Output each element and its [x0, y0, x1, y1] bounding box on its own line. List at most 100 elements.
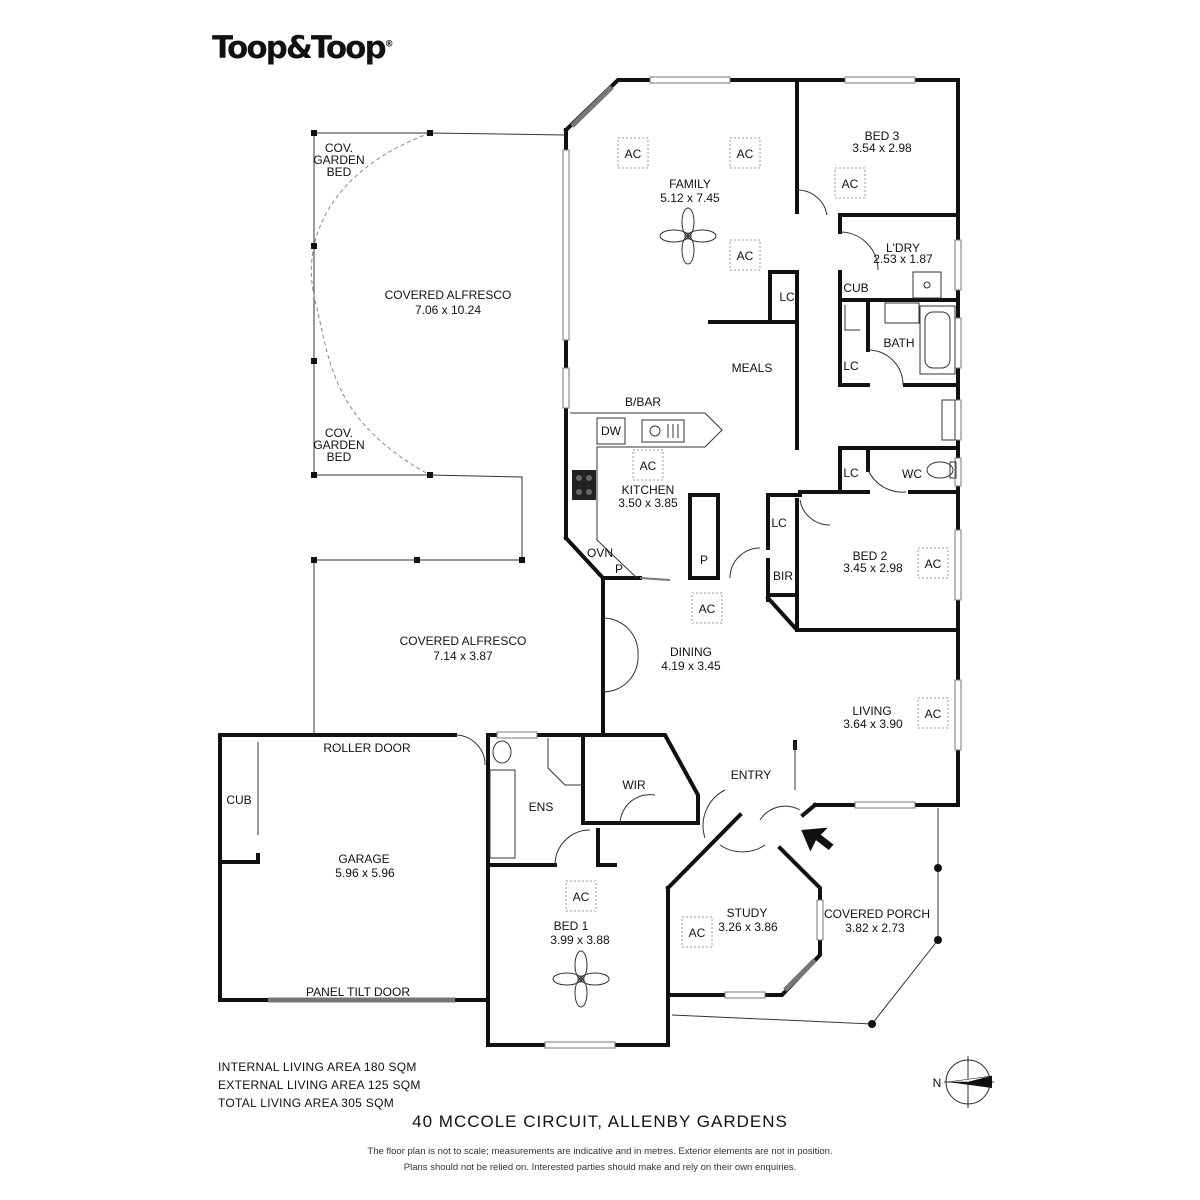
vanity-icon	[489, 302, 956, 859]
shower-icon	[547, 305, 860, 786]
svg-text:3.64 x 3.90: 3.64 x 3.90	[843, 717, 903, 731]
svg-text:BED 1: BED 1	[554, 919, 589, 933]
bed1-label: BED 1 3.99 x 3.88	[550, 919, 610, 947]
ac-label: AC	[925, 557, 942, 571]
ac-label: AC	[689, 926, 706, 940]
bathtub-icon	[919, 305, 956, 375]
svg-text:COV.: COV.	[325, 141, 353, 155]
disclaimer-line: The floor plan is not to scale; measurem…	[367, 1146, 833, 1157]
svg-text:3.26 x 3.86: 3.26 x 3.86	[718, 920, 778, 934]
ac-label: AC	[640, 459, 657, 473]
property-address: 40 MCCOLE CIRCUIT, ALLENBY GARDENS	[412, 1112, 788, 1131]
svg-text:COVERED ALFRESCO: COVERED ALFRESCO	[385, 288, 512, 302]
disclaimer: The floor plan is not to scale; measurem…	[0, 1144, 1200, 1176]
roller-door-label: ROLLER DOOR	[323, 741, 411, 755]
registered-mark: ®	[384, 39, 394, 50]
svg-text:5.96 x 5.96: 5.96 x 5.96	[335, 866, 395, 880]
meals-label: MEALS	[732, 361, 773, 375]
cov-garden-bed-bottom-label: COV. GARDEN BED	[313, 426, 364, 464]
svg-text:5.12 x 7.45: 5.12 x 7.45	[660, 191, 720, 205]
cub-label: CUB	[843, 281, 868, 295]
disclaimer-line: Plans should not be relied on. Intereste…	[403, 1162, 797, 1173]
ceiling-fan-icon	[552, 950, 610, 1008]
svg-text:LIVING: LIVING	[852, 704, 891, 718]
svg-text:4.19 x 3.45: 4.19 x 3.45	[661, 659, 721, 673]
ovn-label: OVN	[587, 546, 613, 560]
door-swings	[257, 189, 907, 866]
dining-label: DINING 4.19 x 3.45	[661, 645, 721, 673]
wc-label: WC	[902, 467, 922, 481]
covered-alfresco-1-label: COVERED ALFRESCO 7.06 x 10.24	[385, 288, 512, 317]
internal-area: INTERNAL LIVING AREA 180 SQM	[218, 1060, 417, 1074]
svg-text:3.50 x 3.85: 3.50 x 3.85	[618, 496, 678, 510]
brand-logo: Toop&Toop®	[212, 30, 394, 66]
svg-text:BED: BED	[327, 450, 352, 464]
porch-outline	[671, 808, 942, 1028]
wir-label: WIR	[622, 778, 646, 792]
bath-label: BATH	[883, 336, 914, 350]
area-stats: INTERNAL LIVING AREA 180 SQM EXTERNAL LI…	[218, 1058, 421, 1112]
svg-text:GARAGE: GARAGE	[338, 852, 389, 866]
svg-text:FAMILY: FAMILY	[669, 177, 711, 191]
svg-text:3.54 x 2.98: 3.54 x 2.98	[852, 141, 912, 155]
ac-label: AC	[737, 249, 754, 263]
garage-label: GARAGE 5.96 x 5.96	[335, 852, 395, 880]
ac-units: AC AC AC AC AC AC AC AC AC AC	[565, 137, 949, 948]
svg-text:COV.: COV.	[325, 426, 353, 440]
cub-label: CUB	[226, 793, 251, 807]
entry-label: ENTRY	[731, 768, 771, 782]
svg-text:BED 3: BED 3	[865, 129, 900, 143]
svg-text:L'DRY: L'DRY	[886, 241, 920, 255]
total-area: TOTAL LIVING AREA 305 SQM	[218, 1096, 395, 1110]
svg-text:COVERED PORCH: COVERED PORCH	[824, 907, 930, 921]
compass-icon: N	[933, 1056, 994, 1108]
lc-label: LC	[779, 290, 795, 304]
entry-arrow-icon	[801, 827, 834, 852]
svg-text:BED 2: BED 2	[853, 549, 888, 563]
study-label: STUDY 3.26 x 3.86	[718, 906, 778, 934]
ac-label: AC	[925, 707, 942, 721]
laundry-tub-icon	[912, 271, 942, 299]
cooktop-icon	[572, 470, 596, 500]
logo-text: Toop&Toop	[212, 30, 387, 66]
dw-label: DW	[601, 424, 622, 438]
svg-text:3.45 x 2.98: 3.45 x 2.98	[843, 561, 903, 575]
laundry-label: L'DRY 2.53 x 1.87	[873, 241, 933, 266]
sink-icon	[641, 419, 685, 443]
ac-label: AC	[573, 890, 590, 904]
cov-garden-bed-top-label: COV. GARDEN BED	[313, 141, 364, 179]
windows	[268, 76, 962, 1049]
lc-label: LC	[771, 516, 787, 530]
alfresco-posts	[311, 130, 525, 563]
svg-text:3.82 x 2.73: 3.82 x 2.73	[845, 921, 905, 935]
covered-porch-label: COVERED PORCH 3.82 x 2.73	[824, 907, 930, 935]
lc-label: LC	[843, 359, 859, 373]
lc-label: LC	[843, 466, 859, 480]
ens-label: ENS	[529, 800, 554, 814]
kitchen-bench	[570, 412, 723, 579]
bed3-label: BED 3 3.54 x 2.98	[852, 129, 912, 155]
ac-label: AC	[699, 602, 716, 616]
external-area: EXTERNAL LIVING AREA 125 SQM	[218, 1078, 421, 1092]
svg-text:7.14 x 3.87: 7.14 x 3.87	[433, 649, 493, 663]
toilet-icon	[492, 461, 957, 764]
bed2-label: BED 2 3.45 x 2.98	[843, 549, 903, 575]
ceiling-fan-icon	[659, 207, 717, 265]
svg-text:7.06 x 10.24: 7.06 x 10.24	[415, 303, 481, 317]
svg-text:DINING: DINING	[670, 645, 712, 659]
svg-text:GARDEN: GARDEN	[313, 153, 364, 167]
svg-text:2.53 x 1.87: 2.53 x 1.87	[873, 252, 933, 266]
living-label: LIVING 3.64 x 3.90	[843, 704, 903, 731]
panel-tilt-door-label: PANEL TILT DOOR	[306, 985, 410, 999]
family-label: FAMILY 5.12 x 7.45	[660, 177, 720, 205]
bir-label: BIR	[773, 569, 793, 583]
p-label: P	[700, 553, 708, 567]
ac-label: AC	[842, 177, 859, 191]
compass-north-label: N	[933, 1076, 942, 1090]
svg-text:GARDEN: GARDEN	[313, 438, 364, 452]
svg-text:STUDY: STUDY	[727, 906, 768, 920]
ac-label: AC	[625, 147, 642, 161]
svg-text:3.99 x 3.88: 3.99 x 3.88	[550, 933, 610, 947]
svg-text:COVERED ALFRESCO: COVERED ALFRESCO	[400, 634, 527, 648]
